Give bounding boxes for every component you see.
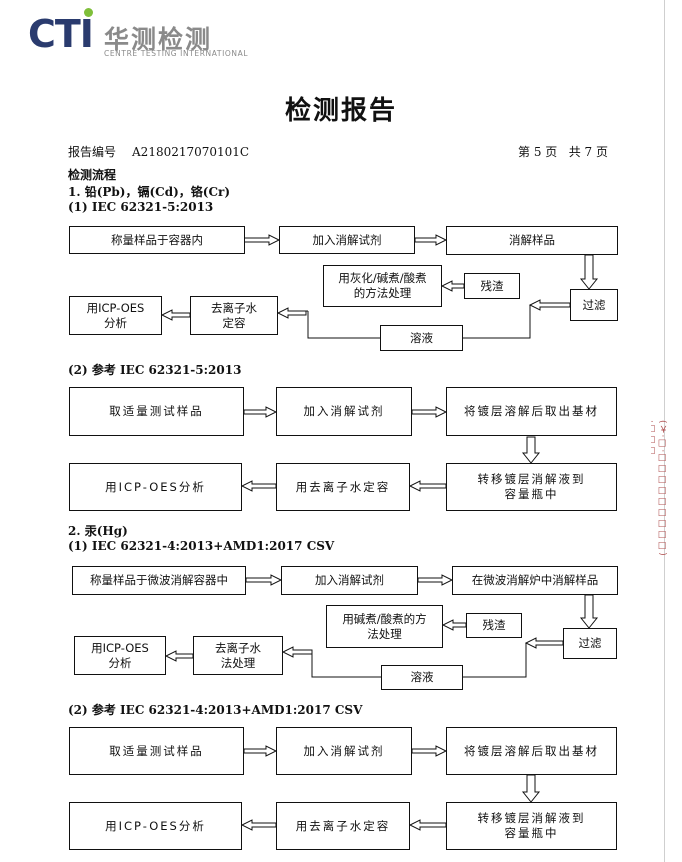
f4-analysis-box: 用ICP-OES分析: [69, 802, 242, 850]
arrow-down: [579, 594, 599, 629]
f2-add-box: 加入消解试剂: [276, 387, 412, 436]
f3-add-box: 加入消解试剂: [281, 566, 418, 595]
page-edge: [664, 0, 665, 862]
arrow-right: [417, 574, 454, 586]
section-heading: 检测流程: [68, 168, 117, 182]
s1-sub1: (1) IEC 62321-5:2013: [68, 200, 214, 214]
loop-line: [463, 643, 527, 678]
arrow-right: [411, 745, 448, 757]
f2-take-box: 取适量测试样品: [69, 387, 244, 436]
f3-analysis-box: 用ICP-OES 分析: [74, 636, 166, 675]
f3-weigh-box: 称量样品于微波消解容器中: [72, 566, 246, 595]
page-info: 第 5 页 共 7 页: [518, 145, 608, 159]
arrow-right: [245, 574, 283, 586]
f1-filter-box: 过滤: [570, 289, 618, 321]
s1-heading: 1. 铅(Pb)，镉(Cd)，铬(Cr): [68, 185, 231, 199]
report-number-label: 报告编号: [68, 145, 117, 159]
arrow-left: [528, 299, 571, 311]
f3-filter-box: 过滤: [563, 628, 617, 659]
logo-en-name: CENTRE TESTING INTERNATIONAL: [104, 49, 249, 58]
side-stamp: (￥·□·□□□□□□□□□) ·□□□: [651, 420, 667, 557]
f1-weigh-box: 称量样品于容器内: [69, 226, 245, 254]
f4-transfer-box: 转移镀层消解液到 容量瓶中: [446, 802, 617, 850]
s1-sub2: (2) 参考 IEC 62321-5:2013: [68, 363, 242, 377]
f3-residue-box: 残渣: [466, 613, 522, 638]
arrow-right: [414, 234, 448, 246]
f4-take-box: 取适量测试样品: [69, 727, 244, 775]
f2-dissolve-box: 将镀层溶解后取出基材: [446, 387, 617, 436]
arrow-left: [524, 637, 564, 649]
arrow-right: [411, 406, 448, 418]
arrow-left: [440, 280, 465, 292]
f4-add-box: 加入消解试剂: [276, 727, 412, 775]
loop-line: [463, 305, 531, 339]
f4-dissolve-box: 将镀层溶解后取出基材: [446, 727, 617, 775]
arrow-left: [240, 819, 277, 831]
f1-digest-box: 消解样品: [446, 226, 618, 255]
logo-cn-name: 华测检测: [104, 25, 213, 54]
arrow-left: [276, 307, 307, 319]
report-number-value: A2180217070101C: [132, 145, 250, 159]
f3-digest-box: 在微波消解炉中消解样品: [452, 566, 618, 595]
s2-sub2: (2) 参考 IEC 62321-4:2013+AMD1:2017 CSV: [68, 703, 363, 717]
s2-heading: 2. 汞(Hg): [68, 524, 128, 538]
company-logo: CTI 华测检测 CENTRE TESTING INTERNATIONAL: [28, 8, 268, 60]
arrow-down: [521, 774, 541, 803]
arrow-down: [521, 436, 541, 464]
f2-analysis-box: 用ICP-OES分析: [69, 463, 242, 511]
report-title: 检测报告: [284, 96, 397, 126]
f1-add-box: 加入消解试剂: [279, 226, 415, 254]
loop-line: [307, 311, 380, 339]
logo-dot-icon: [84, 8, 93, 17]
arrow-left: [408, 480, 447, 492]
arrow-left: [281, 646, 313, 658]
f4-dilute-box: 用去离子水定容: [276, 802, 410, 850]
f1-treat-box: 用灰化/碱煮/酸煮 的方法处理: [323, 265, 442, 307]
arrow-right: [243, 745, 278, 757]
report-number: 报告编号 A2180217070101C: [68, 143, 249, 160]
f2-transfer-box: 转移镀层消解液到 容量瓶中: [446, 463, 617, 511]
arrow-down: [579, 254, 599, 290]
arrow-left: [240, 480, 277, 492]
s2-sub1: (1) IEC 62321-4:2013+AMD1:2017 CSV: [68, 539, 335, 553]
logo-brand: CTI: [28, 12, 94, 56]
f1-residue-box: 残渣: [464, 273, 520, 299]
f1-dilute-box: 去离子水 定容: [190, 296, 278, 335]
loop-line: [311, 650, 381, 678]
arrow-left: [408, 819, 447, 831]
arrow-right: [243, 406, 278, 418]
arrow-left: [164, 650, 194, 662]
f3-treat-box: 用碱煮/酸煮的方 法处理: [326, 605, 443, 648]
f1-analysis-box: 用ICP-OES 分析: [69, 296, 162, 335]
f2-dilute-box: 用去离子水定容: [276, 463, 410, 511]
arrow-left: [441, 619, 467, 631]
arrow-left: [160, 309, 191, 321]
f1-solution-box: 溶液: [380, 325, 463, 351]
arrow-right: [243, 234, 281, 246]
f3-solution-box: 溶液: [381, 665, 463, 690]
f3-dilute-box: 去离子水 法处理: [193, 636, 283, 675]
